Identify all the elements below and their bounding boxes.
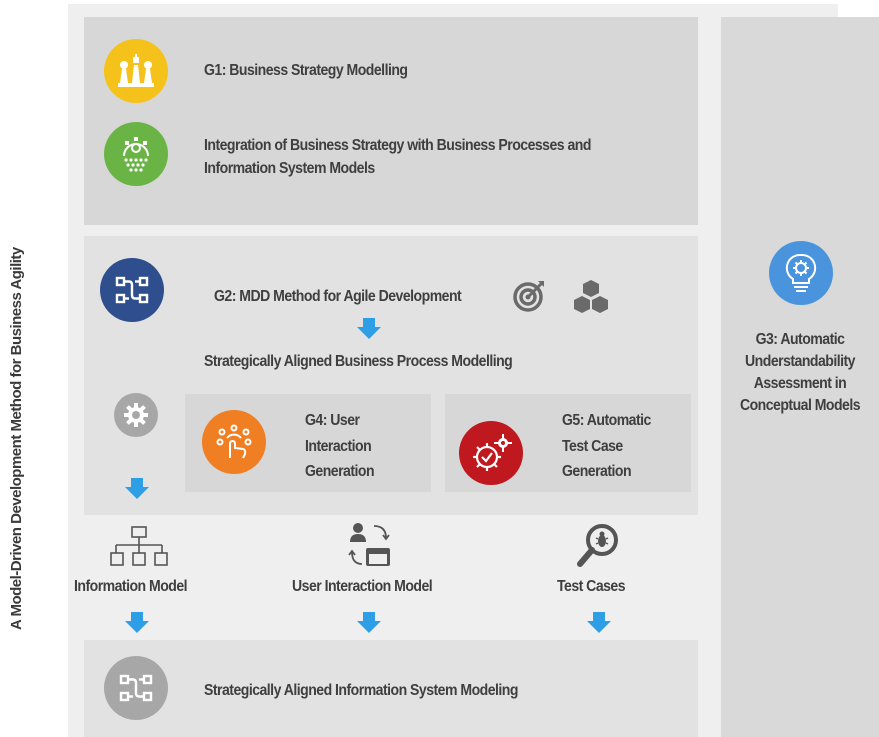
gear-network-icon [123, 137, 149, 172]
information-model-label: Information Model [74, 578, 188, 595]
g3-line1: G3: Automatic [755, 331, 845, 348]
vertical-title: A Model-Driven Development Method for Bu… [8, 247, 25, 630]
g5-circle [459, 421, 523, 485]
g4-circle [202, 410, 266, 474]
workflow-icon [115, 276, 149, 304]
g3-line3: Assessment in [753, 375, 847, 392]
gear-check-icon [473, 434, 512, 471]
aligned-bp-label: Strategically Aligned Business Process M… [204, 353, 513, 370]
down-arrow [357, 612, 381, 633]
g5-line3: Generation [562, 463, 632, 480]
integration-line1: Integration of Business Strategy with Bu… [204, 137, 591, 154]
g1-label: G1: Business Strategy Modelling [204, 62, 408, 79]
down-arrow [587, 612, 611, 633]
test-cases-label: Test Cases [557, 578, 626, 595]
aligned-is-label: Strategically Aligned Information System… [204, 682, 518, 699]
g4-line1: G4: User [305, 412, 360, 429]
g4-line2: Interaction [305, 438, 372, 455]
hierarchy-icon [110, 526, 168, 566]
g3-line4: Conceptual Models [739, 397, 861, 414]
user-window-icon [348, 523, 390, 566]
g2-circle [100, 258, 164, 322]
chess-pieces-icon [118, 54, 154, 87]
g4-line3: Generation [305, 463, 375, 480]
g3-line2: Understandability [745, 353, 855, 370]
gear-icon [124, 403, 148, 427]
g5-line1: G5: Automatic [562, 412, 651, 429]
g3-circle [769, 241, 833, 305]
bottom-workflow-circle [104, 656, 168, 720]
user-interaction-model-label: User Interaction Model [292, 578, 433, 595]
g2-label: G2: MDD Method for Agile Development [214, 288, 462, 305]
integration-circle [104, 122, 168, 186]
g3-panel [721, 17, 879, 737]
down-arrow [357, 318, 381, 339]
cubes-icon [574, 280, 608, 313]
target-icon [513, 281, 544, 312]
down-arrow [125, 612, 149, 633]
hand-touch-icon [216, 424, 252, 459]
bug-search-icon [577, 524, 618, 567]
gear-circle [114, 393, 158, 437]
workflow-icon [119, 674, 153, 702]
is-modeling-panel [84, 640, 698, 737]
lightbulb-gear-icon [785, 253, 817, 292]
down-arrow [125, 478, 149, 499]
integration-line2: Information System Models [204, 160, 375, 177]
g5-line2: Test Case [562, 438, 623, 455]
strategy-panel [84, 17, 698, 225]
g1-circle [104, 39, 168, 103]
